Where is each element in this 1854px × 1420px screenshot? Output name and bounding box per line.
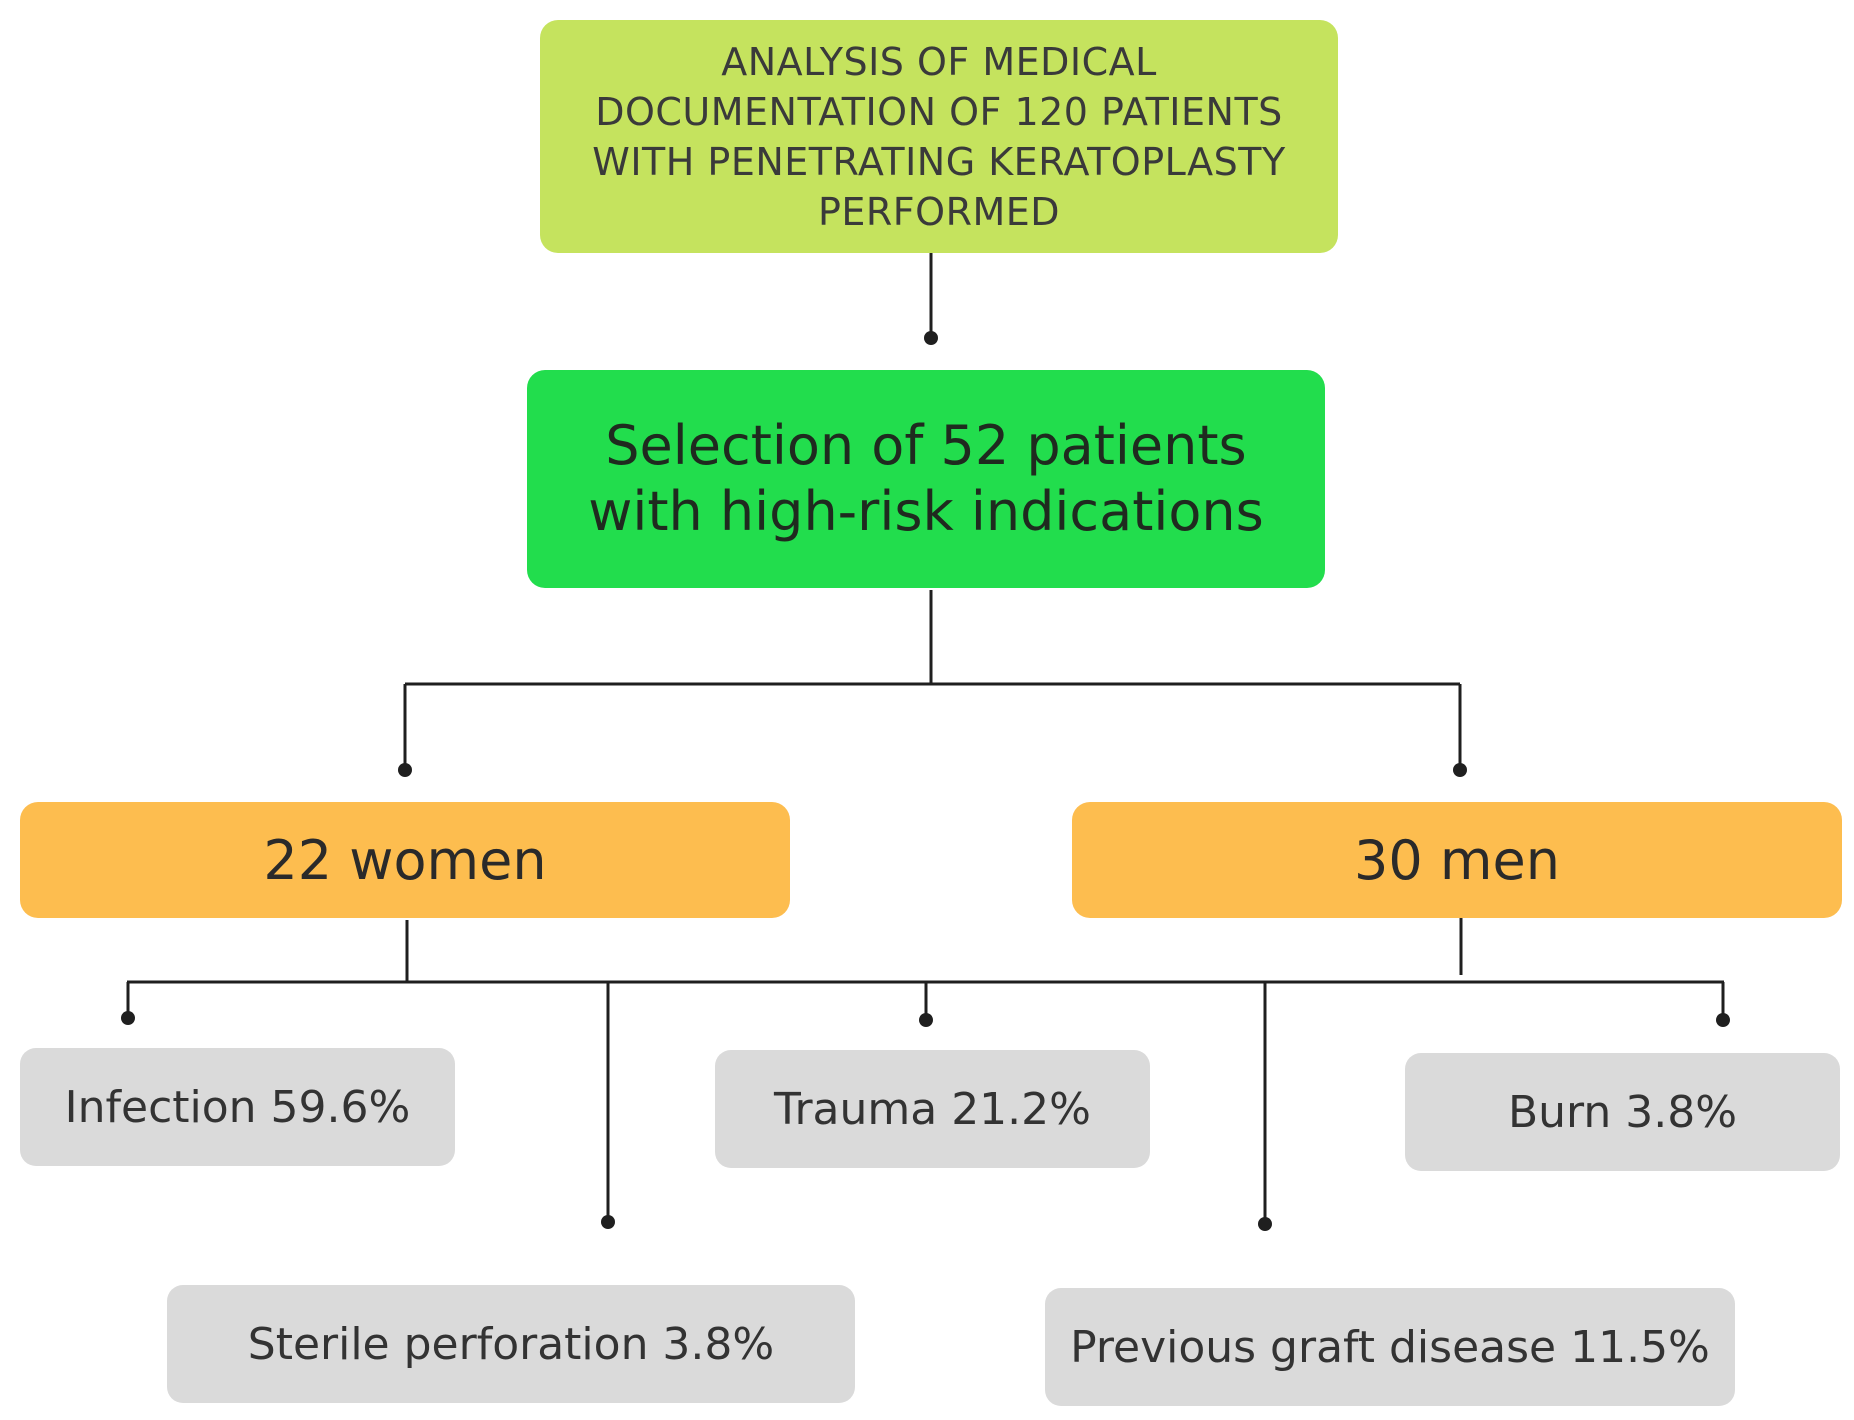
analysis-label: ANALYSIS OF MEDICAL DOCUMENTATION OF 120… [592,39,1286,234]
infection-box: Infection 59.6% [20,1048,455,1166]
women-box: 22 women [20,802,790,918]
connector-dot [1716,1013,1730,1027]
sterile-perforation-box: Sterile perforation 3.8% [167,1285,855,1403]
connector-dot [121,1011,135,1025]
selection-label: Selection of 52 patients with high-risk … [588,414,1264,543]
connector-dot [919,1013,933,1027]
connector-dot [601,1215,615,1229]
connector-dot [924,331,938,345]
men-box: 30 men [1072,802,1842,918]
selection-box: Selection of 52 patients with high-risk … [527,370,1325,588]
sterile-perforation-label: Sterile perforation 3.8% [247,1318,775,1370]
connector-dot [1258,1217,1272,1231]
women-label: 22 women [263,828,547,892]
connector-dot [1453,763,1467,777]
trauma-label: Trauma 21.2% [774,1083,1091,1135]
men-label: 30 men [1354,828,1560,892]
trauma-box: Trauma 21.2% [715,1050,1150,1168]
infection-label: Infection 59.6% [64,1081,411,1133]
previous-graft-disease-box: Previous graft disease 11.5% [1045,1288,1735,1406]
burn-box: Burn 3.8% [1405,1053,1840,1171]
burn-label: Burn 3.8% [1507,1086,1738,1138]
connector-dot [398,763,412,777]
previous-graft-disease-label: Previous graft disease 11.5% [1070,1321,1710,1373]
analysis-box: ANALYSIS OF MEDICAL DOCUMENTATION OF 120… [540,20,1338,253]
